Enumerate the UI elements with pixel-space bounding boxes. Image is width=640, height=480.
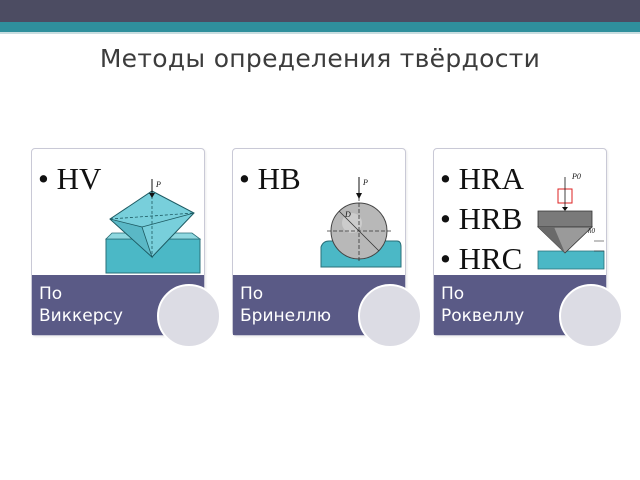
caption-line-1: По [39,284,63,304]
vickers-illustration: P [32,149,204,275]
caption-line-1: По [441,284,465,304]
vickers-indenter-diagram: P [105,179,202,274]
bullet-hrb: • HRB [440,201,523,236]
decorative-circle [157,284,221,348]
card-caption: По Роквеллу [441,283,524,327]
caption-line-2: Роквеллу [441,306,525,326]
brinell-indenter-diagram: D P [320,177,402,268]
force-label: P [362,178,368,187]
rockwell-indenter-diagram: P0 h0 [537,172,605,270]
header-bar [0,0,640,22]
decorative-circle [358,284,422,348]
header-accent-stripe [0,22,640,34]
force-label: P [155,180,161,189]
bullet-hrc: • HRC [440,241,523,276]
bullet-hb: • HB [239,161,301,196]
diameter-label: D [344,210,351,219]
bullet-hra: • HRA [440,161,525,196]
preload-label: P0 [571,172,581,181]
caption-line-2: Бринеллю [240,306,332,326]
card-rockwell: P0 h0 • HRA • HRB • HRC По Роквеллу [433,148,623,348]
card-caption: По Бринеллю [240,283,331,327]
card-brinell: D P • HB По Бринеллю [232,148,422,348]
caption-line-2: Виккерсу [39,306,123,326]
brinell-illustration: D P [233,149,405,275]
decorative-circle [559,284,623,348]
card-caption: По Виккерсу [39,283,123,327]
depth-label: h0 [588,227,596,235]
slide-title: Методы определения твёрдости [99,44,541,73]
card-vickers: P • HV По Виккерсу [31,148,221,348]
bullet-hv: • HV [38,161,102,196]
caption-line-1: По [240,284,264,304]
rockwell-illustration: P0 h0 [434,149,606,275]
